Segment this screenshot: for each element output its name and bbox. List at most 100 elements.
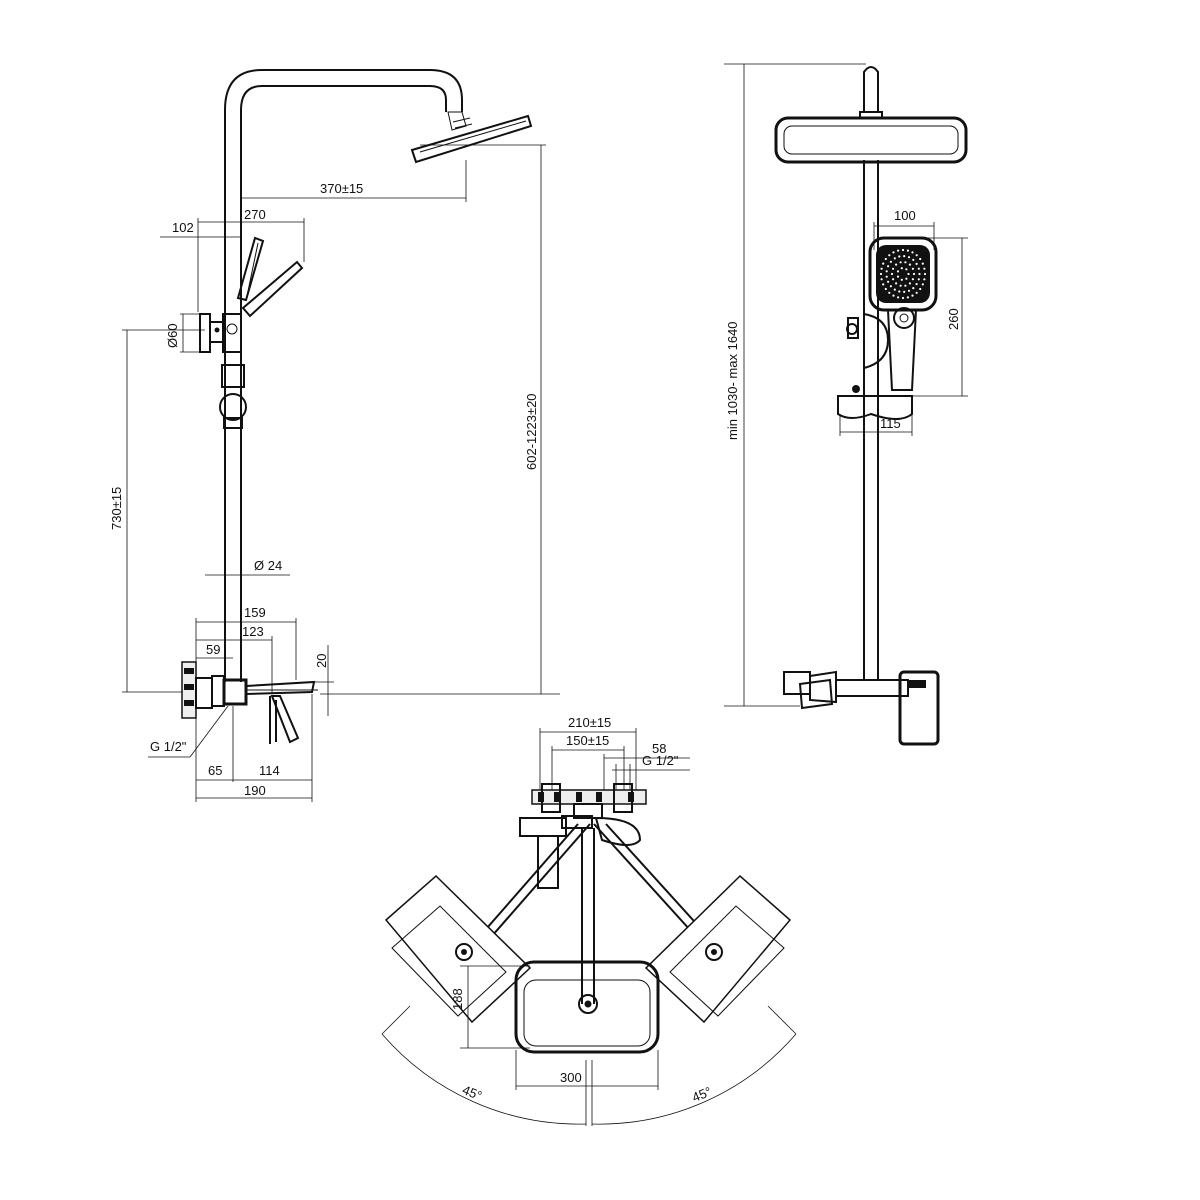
nozzle-dot	[893, 257, 896, 260]
nozzle-dot	[892, 278, 895, 281]
angle-arcs: 45° 45°	[381, 1005, 797, 1126]
nozzle-dot	[911, 294, 914, 297]
top-wall-plate	[531, 783, 647, 819]
dim-20: 20	[314, 654, 329, 668]
nozzle-dot	[821, 134, 824, 137]
dim-65: 65	[208, 763, 222, 778]
nozzle-dot	[892, 294, 895, 297]
hand-nozzles	[879, 248, 927, 300]
nozzle-dot	[923, 272, 927, 276]
nozzle-dot	[902, 136, 905, 139]
nozzle-dot	[911, 251, 914, 254]
nozzle-dot	[948, 137, 952, 140]
nozzle-dot	[879, 272, 883, 276]
nozzle-dot	[831, 137, 835, 140]
thread-label-top: G 1/2"	[642, 753, 679, 768]
dim-123: 123	[242, 624, 264, 639]
nozzle-dot	[882, 134, 885, 137]
nozzle-dot	[889, 260, 893, 263]
nozzle-dot	[880, 267, 883, 270]
nozzle-dot	[793, 135, 797, 138]
nozzle-dot	[918, 143, 921, 146]
head-nozzles	[789, 128, 953, 152]
nozzle-dot	[882, 143, 885, 146]
nozzle-dot	[853, 137, 856, 140]
nozzle-dot	[863, 136, 866, 139]
nozzle-dot	[846, 134, 849, 138]
nozzle-dot	[912, 287, 915, 290]
nozzle-dot	[837, 136, 840, 139]
nozzle-dot	[885, 270, 888, 273]
dim-total-height: min 1030- max 1640	[725, 321, 740, 440]
nozzle-dot	[908, 263, 912, 266]
nozzle-dot	[918, 134, 921, 137]
nozzle-dot	[898, 255, 901, 258]
dim-hand-width: 100	[894, 208, 916, 223]
nozzle-dot	[813, 146, 816, 149]
nozzle-dot	[846, 142, 849, 146]
nozzle-dot	[941, 143, 944, 146]
front-view: min 1030- max 1640 100 260 115	[724, 63, 968, 746]
dim-o24: Ø 24	[254, 558, 282, 573]
hand-bracket-front	[846, 313, 890, 369]
nozzle-dot	[889, 138, 893, 142]
nozzle-dot	[884, 287, 887, 291]
nozzle-dot	[924, 135, 927, 138]
nozzle-dot	[892, 251, 895, 254]
nozzle-dot	[790, 137, 794, 140]
nozzle-dot	[869, 143, 873, 147]
nozzle-dot	[907, 289, 911, 292]
nozzle-dot	[869, 133, 873, 137]
lever	[270, 695, 300, 744]
nozzle-dot	[904, 284, 907, 287]
nozzle-dot	[893, 134, 896, 138]
dim-210: 210±15	[568, 715, 611, 730]
slider-knob	[219, 364, 247, 429]
nozzle-dot	[822, 147, 826, 150]
nozzle-dot	[900, 278, 903, 281]
nozzle-dot	[805, 144, 808, 147]
nozzle-dot	[919, 287, 922, 291]
nozzle-dot	[815, 142, 818, 145]
nozzle-dot	[917, 267, 920, 270]
nozzle-dot	[811, 140, 814, 143]
nozzle-dot	[905, 268, 908, 271]
nozzle-dot	[863, 141, 866, 144]
nozzle-dot	[907, 256, 911, 259]
nozzle-dot	[907, 140, 911, 143]
top-dimensions: 210±15 150±15 58 G 1/2" 188 300	[450, 715, 690, 1090]
nozzle-dot	[923, 278, 926, 281]
nozzle-dot	[863, 131, 866, 134]
nozzle-dot	[921, 262, 924, 265]
nozzle-dot	[916, 130, 920, 133]
top-head-left	[384, 874, 532, 1024]
nozzle-dot	[908, 282, 912, 285]
nozzle-dot	[918, 272, 921, 276]
nozzle-dot	[911, 267, 915, 270]
top-head-center	[514, 960, 660, 1054]
dim-59: 59	[206, 642, 220, 657]
nozzle-dot	[789, 138, 793, 142]
nozzle-dot	[893, 142, 896, 146]
dim-58: 58	[652, 741, 666, 756]
nozzle-dot	[845, 148, 848, 151]
dim-270: 270	[244, 207, 266, 222]
nozzle-dot	[882, 148, 885, 151]
nozzle-dot	[894, 148, 897, 151]
nozzle-dot	[901, 296, 905, 300]
nozzle-dot	[876, 131, 879, 134]
dim-102: 102	[172, 220, 194, 235]
nozzle-dot	[907, 272, 910, 276]
nozzle-dot	[813, 131, 816, 134]
nozzle-dot	[905, 277, 908, 280]
nozzle-dot	[809, 138, 813, 142]
dim-114: 114	[259, 763, 280, 778]
nozzle-dot	[887, 280, 890, 283]
hand-shower-side	[236, 236, 304, 318]
nozzle-dot	[921, 283, 924, 286]
nozzle-dot	[839, 132, 843, 135]
nozzle-dot	[906, 249, 910, 252]
nozzle-dot	[897, 249, 900, 252]
nozzle-dot	[902, 141, 905, 144]
